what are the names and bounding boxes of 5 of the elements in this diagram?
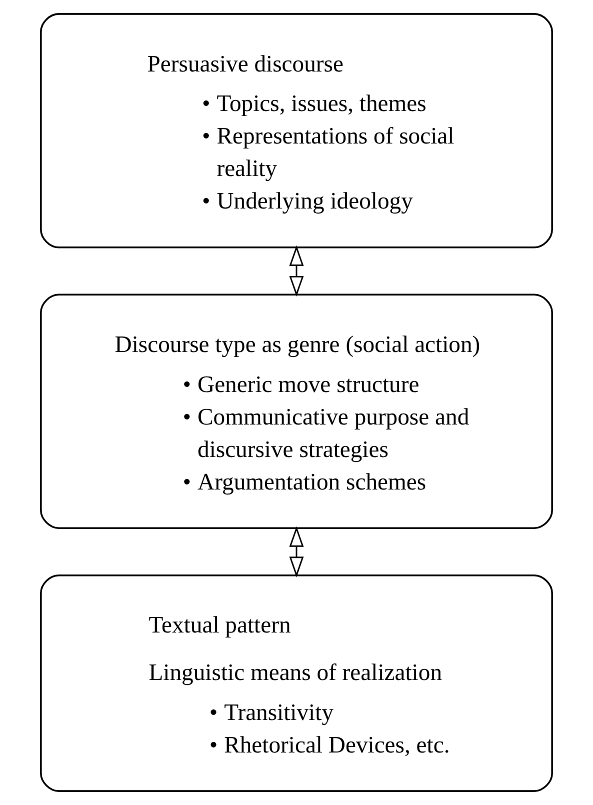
arrow xyxy=(289,526,304,578)
node-box: Textual pattern Linguistic means of realization • Transitivity • Rhetorical Devices, etc. xyxy=(40,574,553,792)
node-box: Persuasive discourse • Topics, issues, themes • Representations of social reality • Underlying ideology xyxy=(40,13,553,248)
arrow xyxy=(289,245,304,297)
node-box: Discourse type as genre (social action) • Generic move structure • Communicative purpose and discursive strategies • Argumentation schemes xyxy=(40,294,553,529)
